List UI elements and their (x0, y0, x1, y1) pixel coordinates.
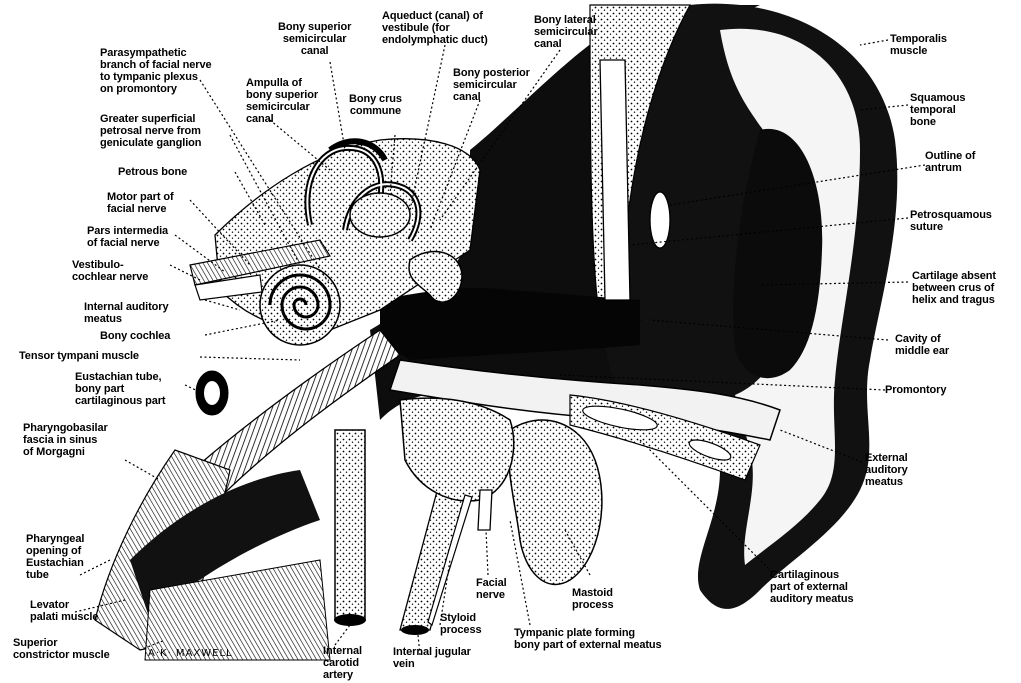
label-petrosquamous-suture: Petrosquamous suture (910, 209, 992, 233)
label-promontory: Promontory (885, 384, 946, 396)
label-temporalis-muscle: Temporalis muscle (890, 33, 947, 57)
label-ampulla: Ampulla of bony superior semicircular ca… (246, 77, 318, 125)
bone-plate (600, 60, 630, 300)
label-vestibulocochlear-nerve: Vestibulo- cochlear nerve (72, 259, 148, 283)
label-cavity-of-middle-ear: Cavity of middle ear (895, 333, 949, 357)
label-aqueduct-of-vestibule: Aqueduct (canal) of vestibule (for endol… (382, 10, 488, 46)
label-tympanic-plate: Tympanic plate forming bony part of exte… (514, 627, 662, 651)
mastoid-process (509, 420, 602, 584)
label-bony-posterior-semicircular-canal: Bony posterior semicircular canal (453, 67, 530, 103)
label-internal-auditory-meatus: Internal auditory meatus (84, 301, 168, 325)
internal-carotid-artery (335, 430, 365, 620)
cochlea (260, 265, 340, 345)
antrum (650, 192, 670, 248)
eustachian-opening-inner (204, 381, 220, 405)
label-external-auditory-meatus: External auditory meatus (865, 452, 908, 488)
label-bony-crus-commune: Bony crus commune (349, 93, 402, 117)
label-internal-carotid-artery: Internal carotid artery (323, 645, 362, 681)
label-outline-of-antrum: Outline of antrum (925, 150, 975, 174)
label-parasympathetic-branch: Parasympathetic branch of facial nerve t… (100, 47, 212, 95)
label-mastoid-process: Mastoid process (572, 587, 614, 611)
label-motor-part-facial-nerve: Motor part of facial nerve (107, 191, 174, 215)
label-greater-superficial-petrosal: Greater superficial petrosal nerve from … (100, 113, 201, 149)
tympanic-plate (400, 398, 514, 501)
vestibule (350, 193, 410, 237)
carotid-end (334, 614, 366, 626)
label-pharyngobasilar-fascia: Pharyngobasilar fascia in sinus of Morga… (23, 422, 108, 458)
jugular-end (401, 625, 429, 635)
label-eustachian-tube: Eustachian tube, bony part cartilaginous… (75, 371, 166, 407)
label-tensor-tympani: Tensor tympani muscle (19, 350, 139, 362)
label-bony-lateral-semicircular-canal: Bony lateral semicircular canal (534, 14, 598, 50)
label-cartilaginous-part: Cartilaginous part of external auditory … (770, 569, 853, 605)
label-pharyngeal-opening: Pharyngeal opening of Eustachian tube (26, 533, 84, 581)
label-styloid-process: Styloid process (440, 612, 482, 636)
label-bony-superior-semicircular-canal: Bony superior semicircular canal (278, 21, 351, 57)
facial-nerve-stub (478, 490, 492, 530)
label-cartilage-absent: Cartilage absent between crus of helix a… (912, 270, 996, 306)
label-pars-intermedia: Pars intermedia of facial nerve (87, 225, 168, 249)
artist-signature: A·K· MAXWELL (148, 648, 233, 659)
label-squamous-temporal-bone: Squamous temporal bone (910, 92, 965, 128)
label-superior-constrictor: Superior constrictor muscle (13, 637, 110, 661)
label-bony-cochlea: Bony cochlea (100, 330, 170, 342)
label-levator-palati: Levator palati muscle (30, 599, 98, 623)
label-petrous-bone: Petrous bone (118, 166, 187, 178)
label-internal-jugular-vein: Internal jugular vein (393, 646, 471, 670)
label-facial-nerve: Facial nerve (476, 577, 507, 601)
